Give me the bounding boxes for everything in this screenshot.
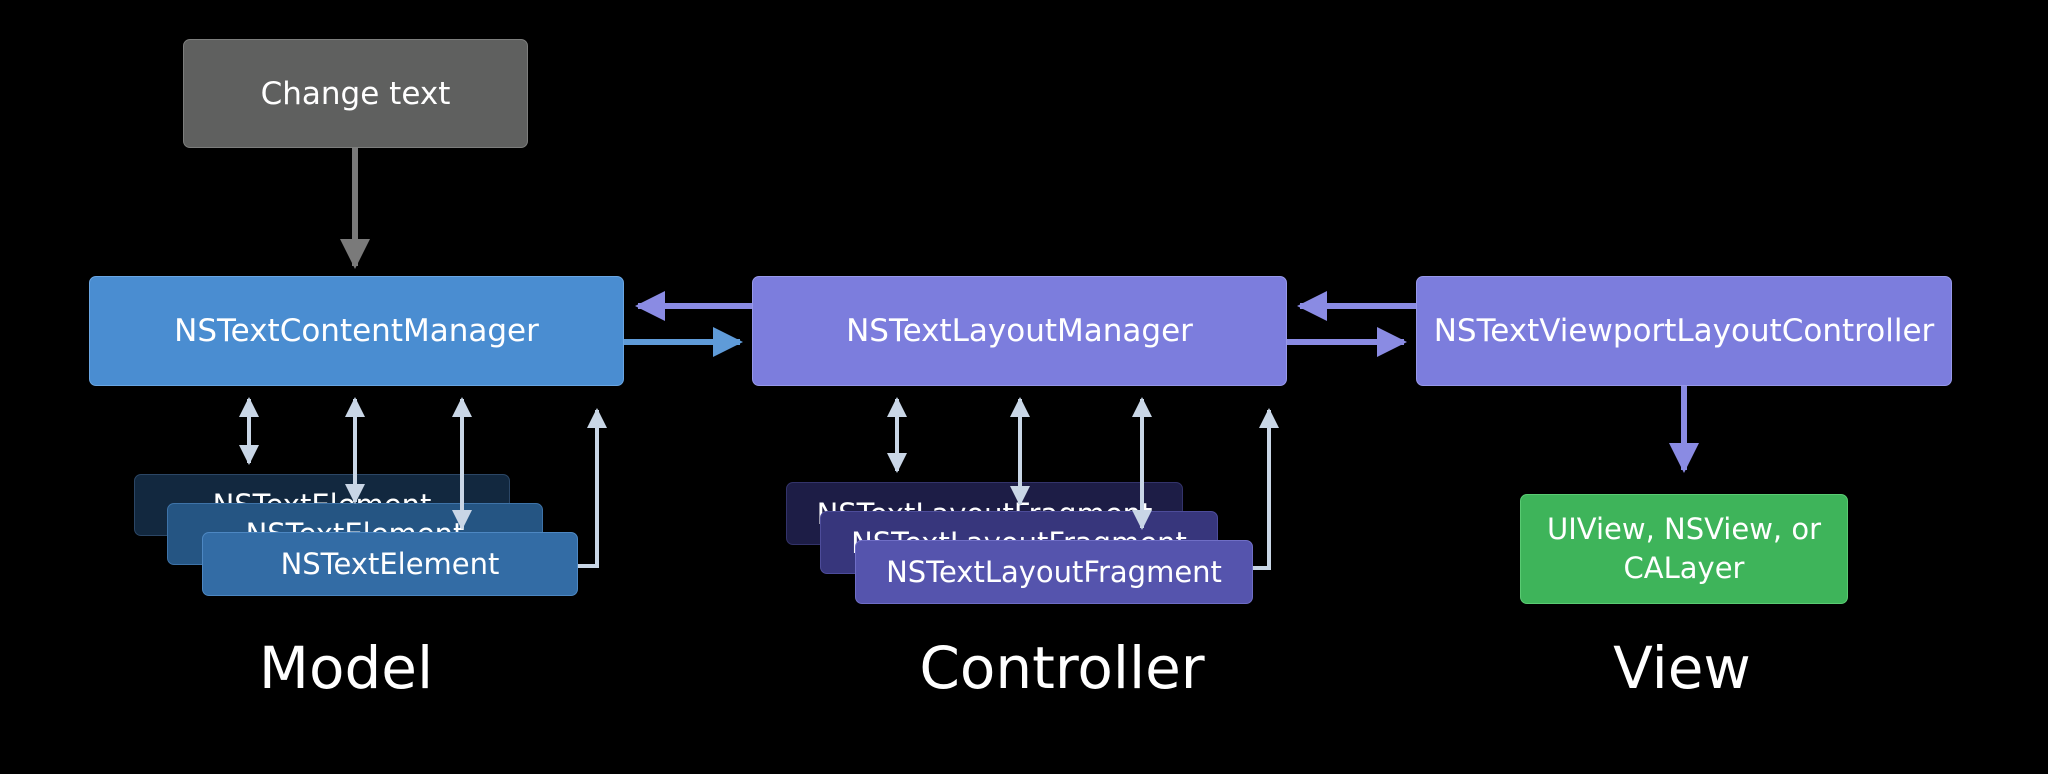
text-content-manager-box: NSTextContentManager xyxy=(89,276,624,386)
arrow-fragment-front-to-layout-manager xyxy=(1253,408,1279,570)
text-layout-manager-label: NSTextLayoutManager xyxy=(846,313,1193,349)
layout-fragment-label: NSTextLayoutFragment xyxy=(886,555,1222,589)
text-layout-manager-box: NSTextLayoutManager xyxy=(752,276,1287,386)
text-content-manager-label: NSTextContentManager xyxy=(174,313,539,349)
arrow-element-front-to-content-manager xyxy=(578,408,607,568)
layout-fragment-card-front: NSTextLayoutFragment xyxy=(855,540,1253,604)
text-element-card-front: NSTextElement xyxy=(202,532,578,596)
change-text-box: Change text xyxy=(183,39,528,148)
view-target-label: UIView, NSView, or CALayer xyxy=(1546,512,1822,585)
text-element-label: NSTextElement xyxy=(280,547,500,581)
change-text-label: Change text xyxy=(260,75,451,112)
controller-caption: Controller xyxy=(919,634,1205,702)
viewport-layout-controller-label: NSTextViewportLayoutController xyxy=(1433,313,1935,349)
view-caption: View xyxy=(1613,634,1751,702)
model-caption: Model xyxy=(258,634,434,702)
view-target-box: UIView, NSView, or CALayer xyxy=(1520,494,1848,604)
viewport-layout-controller-box: NSTextViewportLayoutController xyxy=(1416,276,1952,386)
